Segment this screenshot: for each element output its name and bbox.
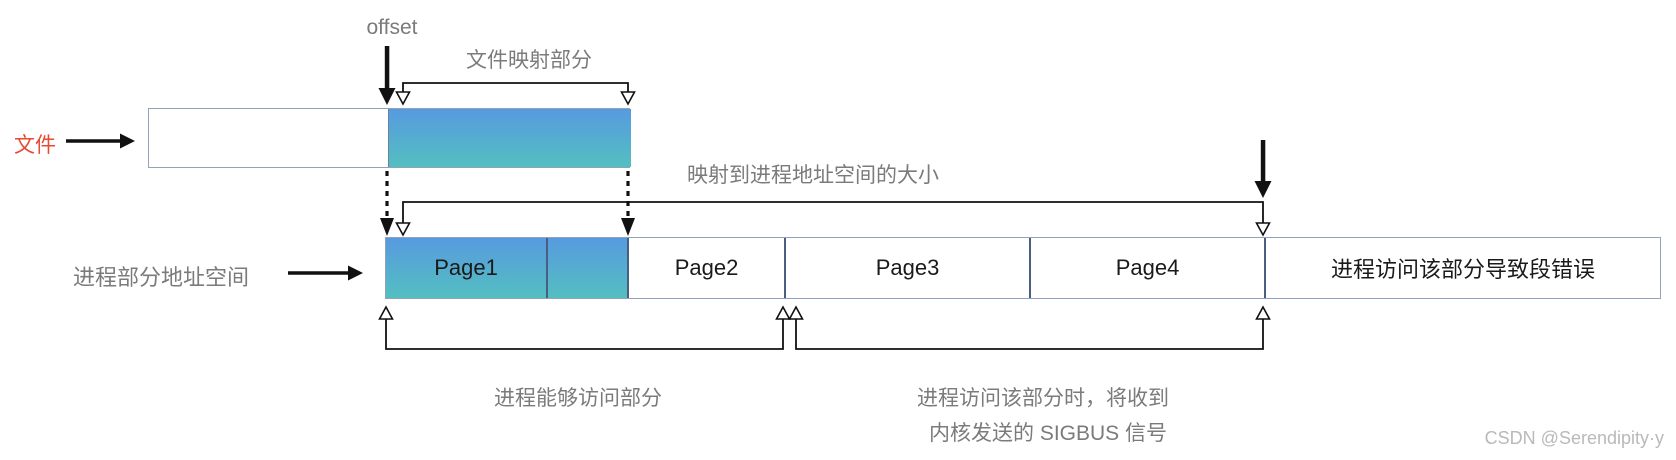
file-mapping-label: 文件映射部分 [466,49,592,72]
page3-label: Page3 [875,255,940,280]
mapping-end-dashed-connector [621,171,635,236]
page3-segment: Page3 [784,238,1029,298]
process-space-pointer-arrow [288,265,363,281]
file-box [148,108,631,168]
page1-label: Page1 [434,255,498,280]
sigbus-label-line2: 内核发送的 SIGBUS 信号 [928,422,1168,445]
offset-arrow [378,46,396,105]
process-space-label: 进程部分地址空间 [73,265,250,290]
offset-label: offset [366,16,418,39]
page4-label: Page4 [1115,255,1180,280]
accessible-bracket [378,305,791,350]
page2-segment: Page2 [627,238,784,298]
mapped-size-bracket [395,201,1271,237]
process-address-space-box: Page1 Page2 Page3 Page4 进程访问该部分导致段错误 [385,237,1661,299]
mapped-size-label: 映射到进程地址空间的大小 [687,164,939,187]
sigbus-bracket [788,305,1271,350]
file-pointer-arrow [66,133,135,149]
accessible-label: 进程能够访问部分 [494,387,662,410]
page2-label: Page2 [674,255,739,280]
watermark: CSDN @Serendipity·y [1484,428,1664,448]
offset-dashed-connector [380,171,394,236]
segfault-segment: 进程访问该部分导致段错误 [1264,238,1660,298]
page1-segment: Page1 [386,238,546,298]
segfault-label: 进程访问该部分导致段错误 [1330,257,1595,282]
file-mapping-bracket [395,82,636,106]
mapping-end-arrow [1254,140,1272,198]
file-label: 文件 [14,134,56,157]
page4-segment: Page4 [1029,238,1264,298]
partial-page-segment [546,238,627,298]
sigbus-label-line1: 进程访问该部分时，将收到 [917,387,1169,410]
file-mapped-region [388,109,631,167]
